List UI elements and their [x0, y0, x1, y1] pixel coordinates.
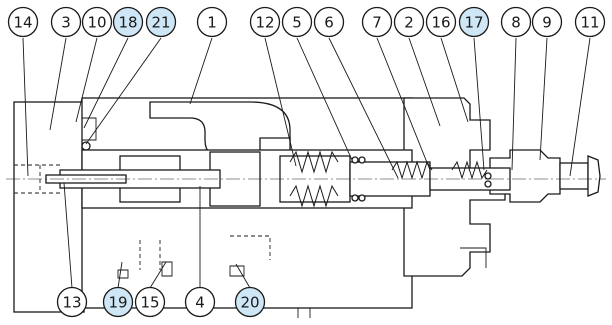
callout-4: 4 — [184, 286, 216, 318]
callout-circle — [50, 6, 82, 38]
callout-13: 13 — [56, 286, 88, 318]
callout-circle — [425, 6, 457, 38]
callout-7: 7 — [361, 6, 393, 38]
callouts-bottom-row: 13 19 15 4 20 — [56, 286, 266, 318]
callout-16: 16 — [425, 6, 457, 38]
callout-circle — [81, 6, 113, 38]
callout-circle — [145, 6, 177, 38]
callout-number: 4 — [195, 294, 205, 312]
callout-circle — [500, 6, 532, 38]
callout-circle — [134, 286, 166, 318]
callout-circle — [112, 6, 144, 38]
springs — [289, 150, 488, 208]
callout-number: 12 — [255, 14, 274, 32]
callout-21: 21 — [145, 6, 177, 38]
callout-circle — [393, 6, 425, 38]
callout-11: 11 — [574, 6, 606, 38]
callout-17: 17 — [458, 6, 490, 38]
callout-circle — [56, 286, 88, 318]
callout-circle — [234, 286, 266, 318]
callout-3: 3 — [50, 6, 82, 38]
callout-number: 21 — [151, 14, 170, 32]
callout-circle — [196, 6, 228, 38]
callout-20: 20 — [234, 286, 266, 318]
callout-circle — [361, 6, 393, 38]
callout-number: 7 — [372, 14, 382, 32]
callout-5: 5 — [281, 6, 313, 38]
callout-6: 6 — [313, 6, 345, 38]
callout-number: 17 — [464, 14, 483, 32]
callout-number: 1 — [207, 14, 217, 32]
callout-circle — [7, 6, 39, 38]
detail-lines — [82, 117, 487, 318]
callout-circle — [574, 6, 606, 38]
leader-lines — [22, 37, 591, 289]
callout-number: 14 — [13, 14, 32, 32]
callout-number: 15 — [140, 294, 159, 312]
callout-15: 15 — [134, 286, 166, 318]
callout-14: 14 — [7, 6, 39, 38]
callout-number: 11 — [580, 14, 599, 32]
o-rings — [81, 141, 492, 202]
callout-9: 9 — [531, 6, 563, 38]
callout-circle — [184, 286, 216, 318]
callout-number: 18 — [118, 14, 137, 32]
callout-number: 10 — [87, 14, 106, 32]
callout-number: 2 — [404, 14, 414, 32]
callout-1: 1 — [196, 6, 228, 38]
callout-circle — [249, 6, 281, 38]
callout-circle — [102, 286, 134, 318]
callout-number: 6 — [324, 14, 334, 32]
callout-18: 18 — [112, 6, 144, 38]
callout-number: 5 — [292, 14, 302, 32]
callout-8: 8 — [500, 6, 532, 38]
callout-circle — [531, 6, 563, 38]
callout-number: 3 — [61, 14, 71, 32]
callout-number: 9 — [542, 14, 552, 32]
callout-circle — [458, 6, 490, 38]
callout-19: 19 — [102, 286, 134, 318]
callout-2: 2 — [393, 6, 425, 38]
callout-circle — [313, 6, 345, 38]
callout-number: 16 — [431, 14, 450, 32]
callout-number: 20 — [240, 294, 259, 312]
callout-number: 19 — [108, 294, 127, 312]
callout-12: 12 — [249, 6, 281, 38]
callout-10: 10 — [81, 6, 113, 38]
callout-circle — [281, 6, 313, 38]
callout-number: 8 — [511, 14, 521, 32]
callout-number: 13 — [62, 294, 81, 312]
callouts-top-row: 14 3 10 18 21 1 12 5 6 7 2 16 17 8 9 11 — [7, 6, 606, 38]
